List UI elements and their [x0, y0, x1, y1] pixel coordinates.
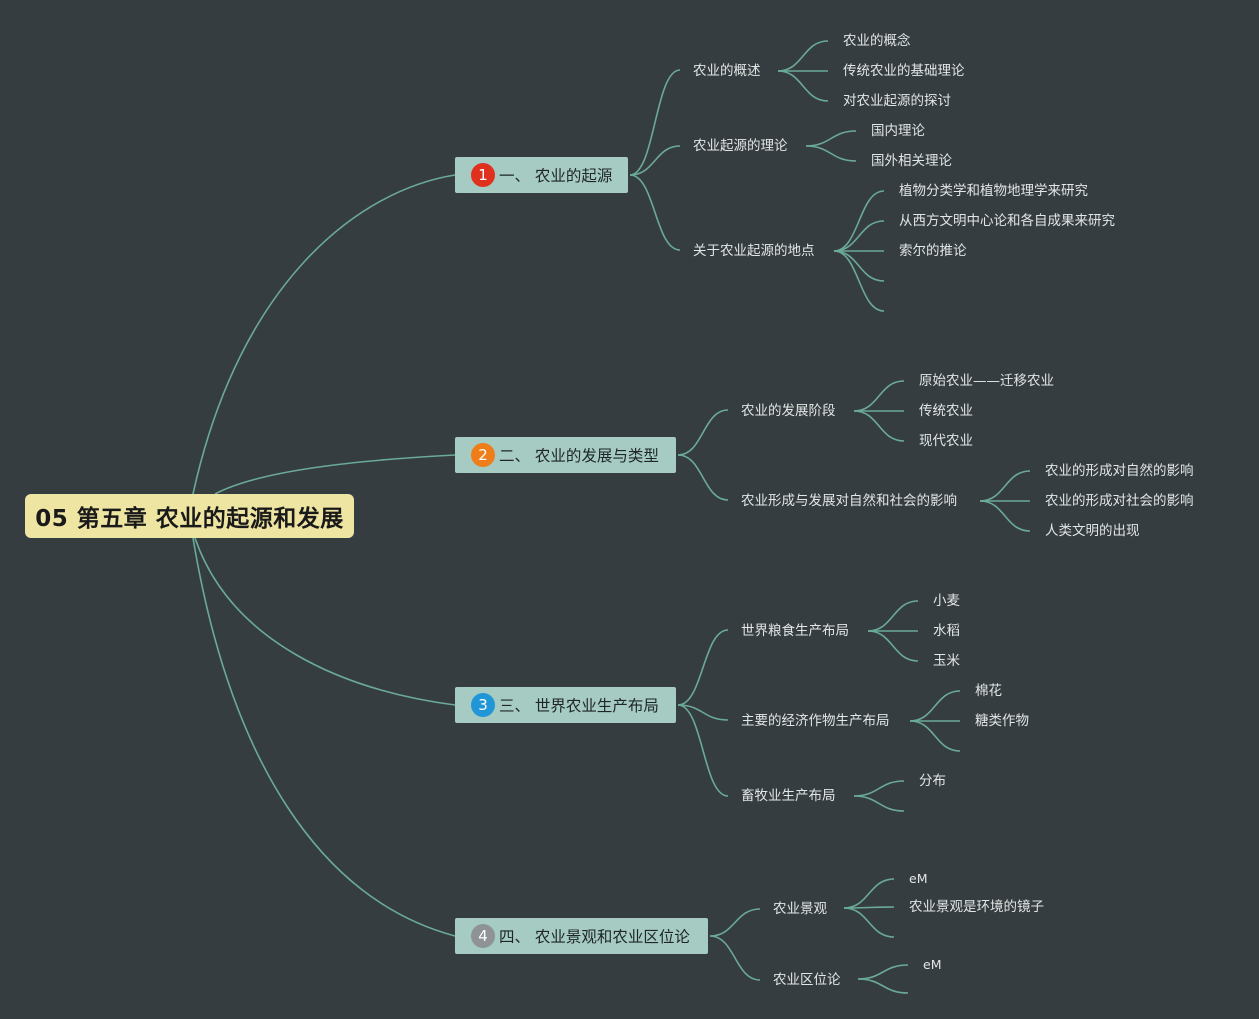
leaf-link	[843, 878, 895, 909]
leaf-item[interactable]: 现代农业	[919, 433, 973, 449]
leaf-item[interactable]: 农业景观是环境的镜子	[909, 899, 1044, 915]
leaf-link	[853, 780, 905, 797]
leaf-item[interactable]: 传统农业的基础理论	[843, 63, 965, 79]
leaf-item[interactable]: 原始农业——迁移农业	[919, 373, 1054, 389]
root-title: 05 第五章 农业的起源和发展	[35, 506, 344, 532]
root-link-1	[192, 174, 456, 495]
number-badge-3: 3	[471, 693, 495, 717]
leaf-item[interactable]: 水稻	[933, 623, 960, 639]
topic-label: 四、 农业景观和农业区位论	[499, 928, 690, 946]
leaf-item[interactable]: 分布	[919, 773, 946, 789]
branch-link	[677, 704, 729, 797]
leaf-link	[857, 978, 909, 994]
number-badge-2: 2	[471, 443, 495, 467]
leaf-link	[777, 40, 829, 72]
leaf-item[interactable]: 国外相关理论	[871, 153, 952, 169]
leaf-item[interactable]: 人类文明的出现	[1045, 523, 1140, 539]
branch-link	[709, 935, 761, 981]
branch-link	[629, 69, 681, 176]
topic-label: 三、 世界农业生产布局	[499, 697, 659, 715]
leaf-item[interactable]: eM	[923, 957, 942, 972]
subtopic-overview[interactable]: 农业的概述	[693, 63, 761, 79]
leaf-item[interactable]: 对农业起源的探讨	[843, 93, 951, 109]
branch-link	[677, 629, 729, 706]
leaf-item[interactable]: 玉米	[933, 653, 960, 669]
subtopic-theory[interactable]: 农业起源的理论	[693, 138, 788, 154]
topic-layout[interactable]: 3 三、 世界农业生产布局	[455, 687, 676, 723]
root-link-3	[194, 537, 456, 706]
topic-development[interactable]: 2 二、 农业的发展与类型	[455, 437, 676, 473]
leaf-link	[843, 907, 895, 938]
leaf-item[interactable]: 传统农业	[919, 403, 973, 419]
subtopic-location-theory[interactable]: 农业区位论	[773, 972, 841, 988]
subtopic-impact[interactable]: 农业形成与发展对自然和社会的影响	[741, 493, 957, 509]
leaf-item[interactable]: 农业的概念	[843, 33, 911, 49]
leaf-item[interactable]: 棉花	[975, 683, 1002, 699]
leaf-link	[777, 70, 829, 102]
topic-label: 二、 农业的发展与类型	[499, 447, 659, 465]
subtopic-grain[interactable]: 世界粮食生产布局	[741, 623, 849, 639]
leaf-item[interactable]: 小麦	[933, 593, 960, 609]
branch-link	[677, 409, 729, 456]
leaf-link	[853, 380, 905, 412]
topic-label: 一、 农业的起源	[499, 167, 613, 185]
leaf-link	[805, 145, 857, 162]
leaf-item[interactable]: eM	[909, 871, 928, 886]
subtopic-location[interactable]: 关于农业起源的地点	[693, 243, 815, 259]
leaf-link	[833, 250, 885, 282]
subtopic-livestock[interactable]: 畜牧业生产布局	[741, 788, 836, 804]
subtopic-cash-crops[interactable]: 主要的经济作物生产布局	[741, 713, 890, 729]
branch-link	[677, 454, 729, 501]
subtopic-stages[interactable]: 农业的发展阶段	[741, 403, 836, 419]
leaf-link	[853, 795, 905, 812]
leaf-link	[979, 500, 1031, 532]
number-badge-4: 4	[471, 924, 495, 948]
branch-link	[677, 704, 729, 721]
number-badge-1: 1	[471, 163, 495, 187]
leaf-link	[979, 470, 1031, 502]
leaf-link	[909, 720, 961, 752]
leaf-link	[867, 630, 919, 662]
subtopic-agri-landscape[interactable]: 农业景观	[773, 901, 827, 917]
leaf-item[interactable]: 索尔的推论	[899, 243, 967, 259]
branch-link	[709, 908, 761, 937]
leaf-link	[853, 410, 905, 442]
root-topic[interactable]: 05 第五章 农业的起源和发展	[25, 494, 354, 538]
leaf-item[interactable]: 农业的形成对社会的影响	[1045, 493, 1194, 509]
branch-link	[629, 145, 681, 176]
leaf-link	[833, 250, 885, 312]
leaf-link	[833, 190, 885, 252]
leaf-item[interactable]: 国内理论	[871, 123, 925, 139]
branch-link	[629, 174, 681, 251]
topic-landscape[interactable]: 4 四、 农业景观和农业区位论	[455, 918, 708, 954]
leaf-link	[909, 690, 961, 722]
root-link-2	[214, 454, 456, 495]
leaf-item[interactable]: 植物分类学和植物地理学来研究	[899, 183, 1088, 199]
leaf-item[interactable]: 从西方文明中心论和各自成果来研究	[899, 213, 1115, 229]
leaf-item[interactable]: 农业的形成对自然的影响	[1045, 463, 1194, 479]
leaf-item[interactable]: 糖类作物	[975, 713, 1029, 729]
topic-origin[interactable]: 1 一、 农业的起源	[455, 157, 628, 193]
leaf-link	[867, 600, 919, 632]
root-link-4	[192, 537, 456, 937]
leaf-link	[857, 964, 909, 980]
leaf-link	[833, 220, 885, 252]
leaf-link	[805, 130, 857, 147]
